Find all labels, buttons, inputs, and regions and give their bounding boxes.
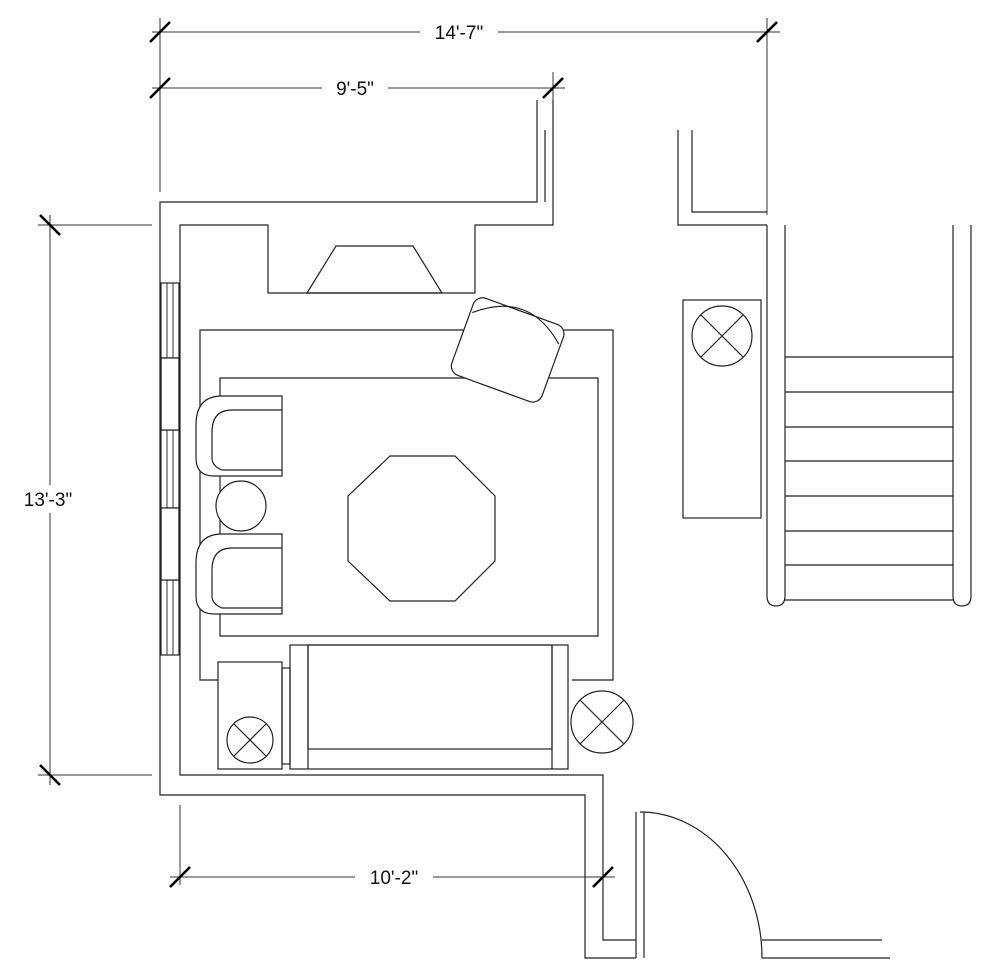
area-rug-outer <box>199 329 614 681</box>
armchair-lower <box>195 533 283 615</box>
window-left-wall <box>160 282 180 656</box>
dim-label-room-width-bottom: 10'-2" <box>370 868 418 889</box>
sofa <box>289 644 569 770</box>
x-circle-icon <box>691 305 753 367</box>
coffee-table-octagon <box>347 455 496 602</box>
dim-label-room-height: 13'-3" <box>24 490 72 511</box>
side-table-round <box>215 480 267 532</box>
stair-treads-icon <box>766 225 972 607</box>
door-swing-icon <box>635 811 763 959</box>
console-table <box>682 299 762 519</box>
dimension-room-width-top: 9'-5" <box>149 72 565 192</box>
armchair-upper <box>195 395 283 477</box>
accent-chair <box>450 297 565 403</box>
dim-label-overall-width: 14'-7" <box>435 23 483 44</box>
fireplace-icon <box>305 245 444 294</box>
x-circle-icon <box>226 716 274 764</box>
walls <box>159 100 890 959</box>
dimension-overall-width: 14'-7" <box>149 18 780 215</box>
area-rug-inner <box>219 377 599 637</box>
dim-label-room-width-top: 9'-5" <box>336 79 374 100</box>
dimension-room-height: 13'-3" <box>8 214 152 786</box>
end-table <box>217 661 291 770</box>
dimension-room-width-bottom: 10'-2" <box>169 805 615 890</box>
x-circle-icon <box>570 690 634 754</box>
